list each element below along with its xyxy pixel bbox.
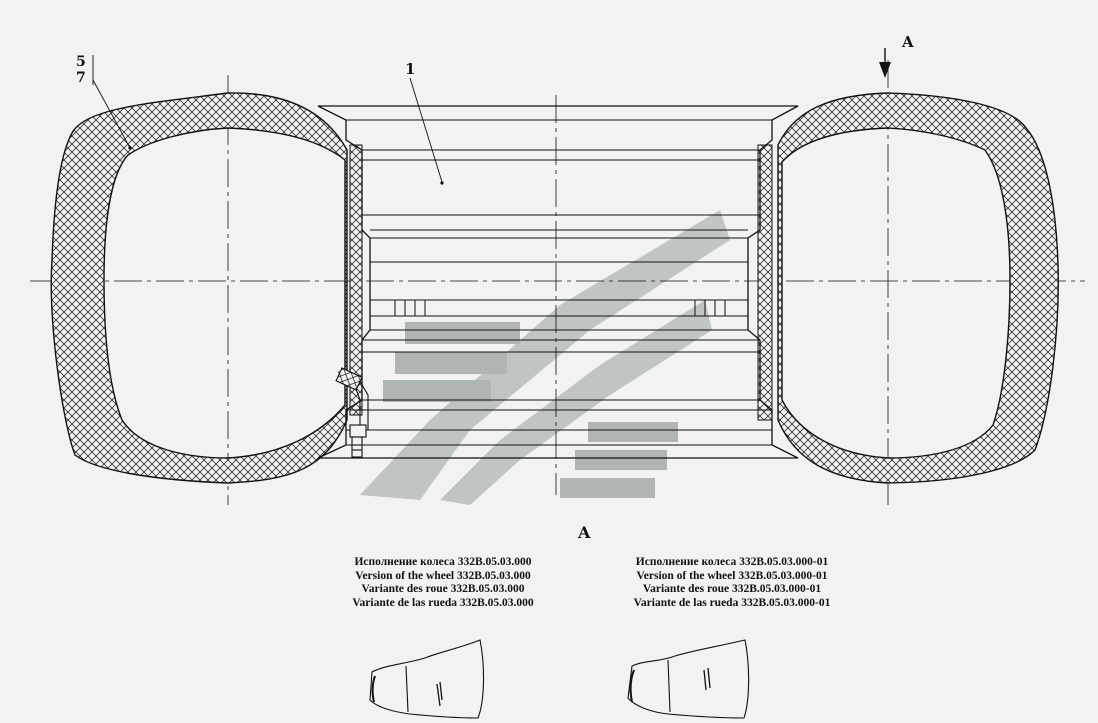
caption-line-fr: Variante des roue 332В.05.03.000	[361, 583, 525, 595]
caption-line-es: Variante de las rueda 332В.05.03.000	[352, 596, 534, 609]
section-mark-bottom: A	[577, 523, 591, 542]
watermark-logo	[360, 210, 730, 505]
valve-assembly	[335, 367, 369, 458]
caption-line-es: Variante de las rueda 332В.05.03.000-01	[633, 596, 831, 609]
leader-lines	[92, 55, 443, 183]
callout-part-5: 5	[76, 54, 86, 70]
caption-line-en: Version of the wheel 332В.05.03.000	[355, 569, 531, 582]
valve-detail-right	[627, 639, 750, 719]
left-tire-section	[50, 92, 363, 484]
callout-part-1: 1	[405, 60, 415, 78]
center-lines	[30, 60, 1085, 505]
caption-version-332v-05-03-000-01: Исполнение колеса 332В.05.03.000-01 Vers…	[582, 556, 882, 610]
section-arrow	[879, 48, 891, 78]
caption-line-fr: Variante des roue 332В.05.03.000-01	[642, 583, 822, 595]
caption-line-ru: Исполнение колеса 332В.05.03.000	[354, 556, 532, 568]
valve-detail-left	[369, 639, 485, 719]
caption-line-ru: Исполнение колеса 332В.05.03.000-01	[635, 556, 829, 568]
wheel-rim	[317, 105, 799, 459]
caption-version-332v-05-03-000: Исполнение колеса 332В.05.03.000 Version…	[293, 556, 593, 610]
callout-part-7: 7	[76, 70, 86, 86]
right-tire-section	[757, 92, 1059, 484]
caption-line-en: Version of the wheel 332В.05.03.000-01	[636, 569, 828, 582]
section-mark-top: A	[901, 33, 914, 51]
